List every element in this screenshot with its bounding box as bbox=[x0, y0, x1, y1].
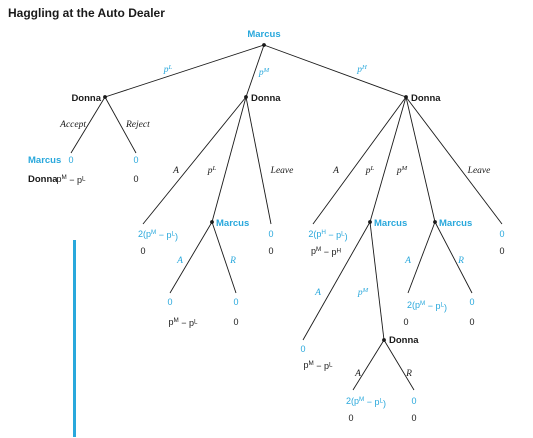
payoff-mm-A-marcus: 0 bbox=[167, 297, 172, 307]
figure-title: Haggling at the Auto Dealer bbox=[8, 6, 165, 20]
edge-mra-pM bbox=[369, 221, 385, 341]
elabel-left-reject: Reject bbox=[125, 120, 150, 130]
elabel-db-A: A bbox=[354, 369, 361, 379]
payoff-mrb-A-marcus: 2(pM − pL) bbox=[407, 300, 447, 312]
edge-left-accept bbox=[70, 96, 106, 154]
elabel-mra-A: A bbox=[314, 288, 321, 298]
node-marcus-right-b bbox=[433, 220, 437, 224]
elabel-root-mid: pM bbox=[258, 67, 270, 78]
payoffs: 0 pM − pL 0 0 2(pM − pL) 0 0 pM − pL 0 0… bbox=[56, 155, 504, 423]
row-label-marcus: Marcus bbox=[28, 155, 61, 166]
payoff-mm-A-donna: pM − pL bbox=[168, 317, 198, 328]
payoff-mra-A-donna: pM − pL bbox=[303, 360, 333, 371]
payoff-right-A-marcus: 2(pH − pL) bbox=[308, 229, 347, 241]
node-marcus-mid bbox=[210, 220, 214, 224]
elabel-mrb-A: A bbox=[404, 256, 411, 266]
payoff-db-R-donna: 0 bbox=[411, 413, 416, 423]
player-donna-bottom: Donna bbox=[389, 335, 419, 346]
player-marcus-right-a: Marcus bbox=[374, 218, 407, 229]
elabel-right-leave: Leave bbox=[467, 166, 491, 176]
elabel-mid-A: A bbox=[172, 166, 179, 176]
edge-mrb-A bbox=[407, 221, 436, 294]
node-donna-right bbox=[404, 95, 408, 99]
node-root bbox=[262, 43, 266, 47]
payoff-left-accept-marcus: 0 bbox=[68, 155, 73, 165]
node-donna-bottom bbox=[382, 338, 386, 342]
player-marcus-right-b: Marcus bbox=[439, 218, 472, 229]
elabel-mra-pM: pM bbox=[357, 287, 369, 298]
edge-mid-leave bbox=[245, 96, 272, 225]
edge-left-reject bbox=[104, 96, 137, 154]
elabel-db-R: R bbox=[405, 369, 412, 379]
edge-root-right bbox=[263, 44, 407, 98]
payoff-mid-leave-donna: 0 bbox=[268, 246, 273, 256]
row-label-donna: Donna bbox=[28, 174, 58, 185]
player-donna-mid: Donna bbox=[251, 93, 281, 104]
payoff-left-accept-donna: pM − pL bbox=[56, 174, 86, 185]
node-donna-mid bbox=[244, 95, 248, 99]
node-donna-left bbox=[103, 95, 107, 99]
elabel-mm-R: R bbox=[229, 256, 236, 266]
elabel-mm-A: A bbox=[176, 256, 183, 266]
payoff-db-R-marcus: 0 bbox=[411, 396, 416, 406]
tree-edges bbox=[70, 44, 503, 391]
edge-mid-pL bbox=[211, 96, 247, 223]
elabel-right-pL: pL bbox=[365, 165, 375, 176]
payoff-mra-A-marcus: 0 bbox=[300, 344, 305, 354]
edge-mid-A bbox=[142, 96, 247, 225]
accent-bar bbox=[73, 240, 76, 437]
node-marcus-right-a bbox=[368, 220, 372, 224]
payoff-mm-R-marcus: 0 bbox=[233, 297, 238, 307]
elabel-mid-leave: Leave bbox=[270, 166, 294, 176]
payoff-mid-leave-marcus: 0 bbox=[268, 229, 273, 239]
player-donna-right: Donna bbox=[411, 93, 441, 104]
edge-mm-A bbox=[169, 221, 213, 294]
elabel-root-left: pL bbox=[163, 64, 173, 75]
elabel-right-pM: pM bbox=[396, 165, 408, 176]
edge-mra-A bbox=[302, 221, 371, 341]
payoff-mrb-R-marcus: 0 bbox=[469, 297, 474, 307]
payoff-mrb-A-donna: 0 bbox=[403, 317, 408, 327]
edge-root-left bbox=[104, 44, 265, 98]
edge-db-A bbox=[352, 339, 385, 391]
edge-labels: pL pM pH Accept Reject A pL Leave A R A … bbox=[59, 64, 490, 379]
payoff-mm-R-donna: 0 bbox=[233, 317, 238, 327]
elabel-right-A: A bbox=[332, 166, 339, 176]
payoff-right-leave-marcus: 0 bbox=[499, 229, 504, 239]
elabel-left-accept: Accept bbox=[59, 120, 86, 130]
payoff-mrb-R-donna: 0 bbox=[469, 317, 474, 327]
elabel-mrb-R: R bbox=[457, 256, 464, 266]
decision-nodes bbox=[103, 43, 437, 342]
edge-mrb-R bbox=[434, 221, 473, 294]
edge-right-leave bbox=[405, 96, 503, 225]
payoff-db-A-donna: 0 bbox=[348, 413, 353, 423]
player-marcus-mid: Marcus bbox=[216, 218, 249, 229]
edge-right-pL bbox=[369, 96, 407, 223]
edge-mm-R bbox=[211, 221, 237, 294]
payoff-right-A-donna: pM − pH bbox=[311, 246, 342, 257]
elabel-mid-pL: pL bbox=[207, 165, 217, 176]
payoff-right-leave-donna: 0 bbox=[499, 246, 504, 256]
elabel-root-right: pH bbox=[356, 64, 368, 75]
player-root: Marcus bbox=[247, 29, 280, 40]
payoff-db-A-marcus: 2(pM − pL) bbox=[346, 396, 386, 408]
payoff-mid-A-marcus: 2(pM − pL) bbox=[138, 229, 178, 241]
edge-right-A bbox=[312, 96, 407, 225]
edge-right-pM bbox=[405, 96, 436, 223]
edge-root-mid bbox=[245, 44, 265, 98]
payoff-mid-A-donna: 0 bbox=[140, 246, 145, 256]
player-donna-left: Donna bbox=[71, 93, 101, 104]
edge-db-R bbox=[383, 339, 415, 391]
payoff-left-reject-marcus: 0 bbox=[133, 155, 138, 165]
player-labels: Marcus Donna Donna Donna Marcus Marcus M… bbox=[71, 29, 472, 346]
payoff-left-reject-donna: 0 bbox=[133, 174, 138, 184]
